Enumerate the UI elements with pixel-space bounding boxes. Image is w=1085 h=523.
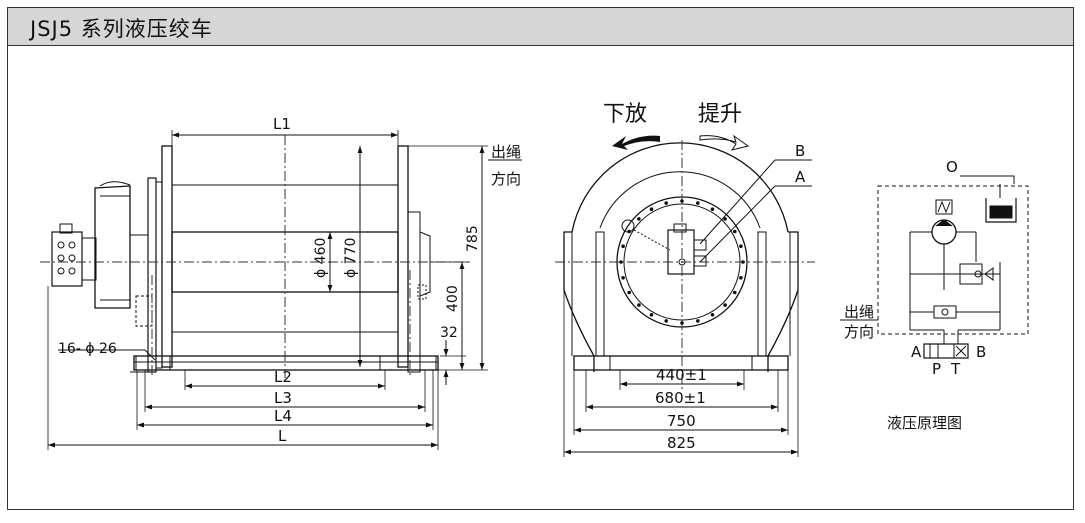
gearbox-housing <box>94 185 131 309</box>
flange-bolt-hole <box>696 201 700 205</box>
dim-825: 825 <box>667 434 696 452</box>
page-title: JSJ5 系列液压绞车 <box>30 17 213 41</box>
dim-400: 400 <box>445 285 461 312</box>
flange-bolt-hole <box>627 229 631 234</box>
flange-bolt-hole <box>637 303 641 307</box>
dim-L1: L1 <box>273 115 291 133</box>
lower-arrow <box>612 135 660 150</box>
drawing-frame: JSJ5 系列液压绞车 <box>7 7 1074 510</box>
dim-diameter-460: ϕ 460 <box>313 238 329 278</box>
flange-bolt-hole <box>710 207 715 211</box>
port-A: A <box>911 343 922 361</box>
hydraulic-motor <box>51 231 83 287</box>
hoist-arrow <box>699 134 750 151</box>
flange-bolt-hole <box>637 217 641 221</box>
port-A-label: A <box>795 168 806 186</box>
dim-785: 785 <box>465 225 481 252</box>
dim-L3: L3 <box>274 389 292 407</box>
flange-bolt-hole <box>733 290 737 295</box>
port-P: P <box>932 360 941 378</box>
flange-bolt-hole <box>733 229 737 234</box>
tank-label-O: O <box>946 158 958 176</box>
flange-bolt-hole <box>649 207 654 211</box>
flange-bolt-hole <box>627 290 631 295</box>
flange-bolt-hole <box>723 303 727 307</box>
flange-bolt-hole <box>621 276 625 280</box>
flange-bolt-hole <box>696 319 700 323</box>
flange-bolt-hole <box>621 244 625 248</box>
dim-440: 440±1 <box>656 366 707 384</box>
port-T: T <box>950 360 961 378</box>
flange-bolt-hole <box>741 260 745 264</box>
flange-bolts <box>619 199 745 325</box>
title-bar: JSJ5 系列液压绞车 <box>8 8 1073 46</box>
flange-bolt-hole <box>739 244 743 248</box>
hyd-rope-direction-2: 方向 <box>844 323 874 341</box>
flange-bolt-hole <box>619 260 623 264</box>
dim-32: 32 <box>440 325 458 341</box>
dim-750: 750 <box>667 412 696 430</box>
dim-680: 680±1 <box>655 389 706 407</box>
flange-bolt-hole <box>723 217 727 221</box>
side-view <box>40 130 522 450</box>
rope-direction-label-1: 出绳 <box>491 143 521 161</box>
port-B-label: B <box>795 142 805 160</box>
flange-bolt-hole <box>739 276 743 280</box>
flange-bolt-hole <box>664 319 668 323</box>
flange-bolt-hole <box>649 313 654 317</box>
flange-bolt-hole <box>664 201 668 205</box>
rotation-hoist-label: 提升 <box>698 102 742 127</box>
hyd-rope-direction-1: 出绳 <box>844 303 874 321</box>
port-B: B <box>976 343 986 361</box>
rope-direction-label-2: 方向 <box>491 170 521 188</box>
flange-bolt-hole <box>680 199 684 203</box>
flange-bolt-hole <box>680 321 684 325</box>
hydraulic-caption: 液压原理图 <box>887 414 962 432</box>
drum-outline <box>571 142 789 233</box>
hydraulic-schematic <box>840 175 1029 359</box>
rotation-lower-label: 下放 <box>603 102 647 127</box>
dim-L4: L4 <box>274 407 292 425</box>
flange-bolt-hole <box>710 313 715 317</box>
bolt-spec: 16- ϕ 26 <box>58 341 117 357</box>
dim-diameter-770: ϕ 770 <box>343 238 359 278</box>
front-view <box>555 134 815 457</box>
dim-L: L <box>278 427 287 445</box>
dim-L2: L2 <box>274 368 292 386</box>
